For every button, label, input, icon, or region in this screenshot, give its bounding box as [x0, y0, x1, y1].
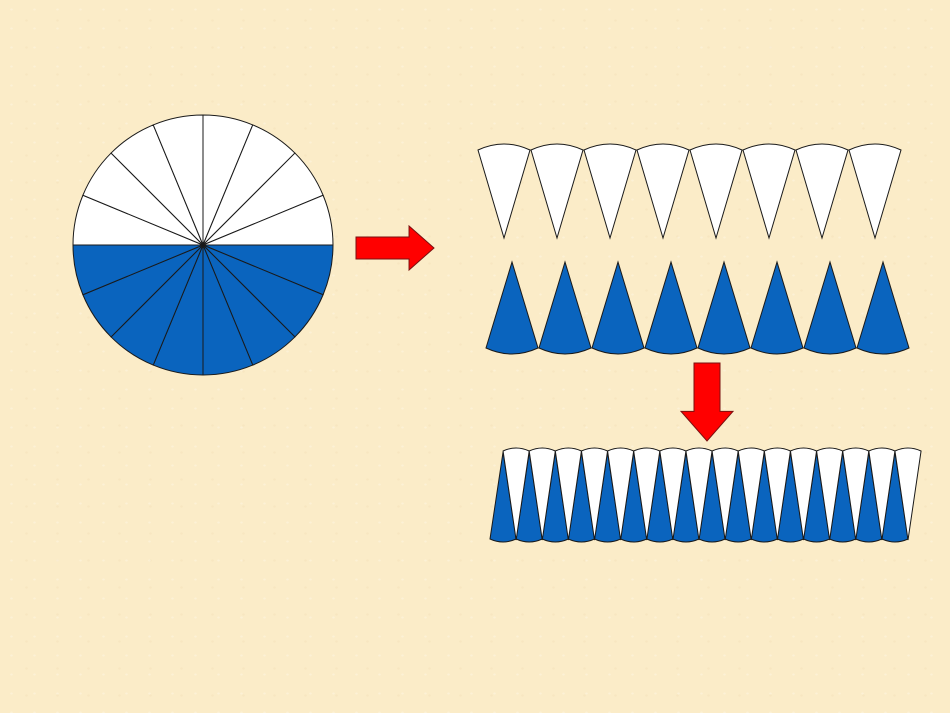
blue-sector-piece — [644, 260, 698, 355]
blue-sector-piece — [591, 260, 645, 355]
arrow-down — [679, 362, 735, 442]
white-sector-piece — [795, 143, 849, 240]
blue-sector-piece — [750, 260, 804, 355]
interleaved-sectors-row — [489, 447, 922, 543]
white-sector-piece — [477, 143, 531, 240]
white-sector-piece — [742, 143, 796, 240]
white-sector-piece — [636, 143, 690, 240]
white-sectors-row — [477, 143, 902, 240]
white-sector-piece — [530, 143, 584, 240]
blue-sector-piece — [538, 260, 592, 355]
arrow-down-shape — [679, 362, 735, 442]
circle-sector-white — [202, 194, 334, 246]
arrow-right — [355, 224, 435, 272]
sectored-circle — [72, 114, 334, 376]
blue-sector-piece — [485, 260, 539, 355]
white-sector-piece — [689, 143, 743, 240]
blue-sectors-row — [485, 260, 910, 355]
merged-white-piece — [894, 447, 922, 541]
white-sector-piece — [848, 143, 902, 240]
blue-sector-piece — [697, 260, 751, 355]
white-sector-piece — [583, 143, 637, 240]
arrow-right-shape — [355, 224, 435, 272]
blue-sector-piece — [856, 260, 910, 355]
blue-sector-piece — [803, 260, 857, 355]
